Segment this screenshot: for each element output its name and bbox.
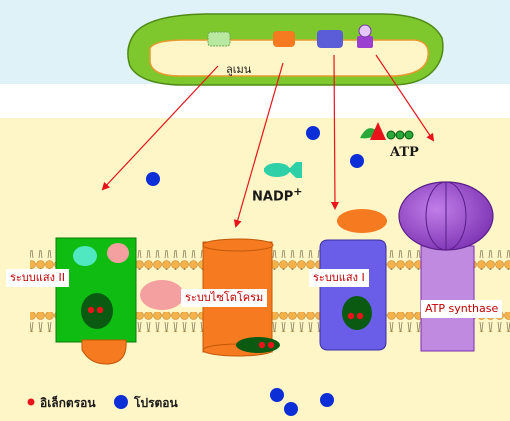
ps1-reaction-center <box>342 296 372 330</box>
arrow-to-atp-synthase <box>375 54 435 142</box>
ps2-bottom-subunit <box>81 339 127 365</box>
arrow-to-ps1 <box>330 54 339 210</box>
ps1-electron-b <box>356 312 364 320</box>
nadp-label: NADP+ <box>252 185 302 204</box>
phosphate-1 <box>386 130 396 140</box>
ferredoxin <box>337 209 387 233</box>
inset-atp-synthase-icon <box>357 36 373 48</box>
ps1-complex <box>319 239 387 351</box>
divider-band <box>0 84 510 118</box>
phosphate-3 <box>404 130 414 140</box>
proton <box>146 172 160 186</box>
inset-atp-synthase-head-icon <box>358 24 372 38</box>
ps2-electron-a <box>87 306 95 314</box>
ps2-cyan-subunit <box>73 246 97 266</box>
legend-proton-marker <box>114 395 128 409</box>
arrow-to-cytochrome <box>233 62 284 228</box>
proton <box>306 126 320 140</box>
phosphate-2 <box>395 130 405 140</box>
ps2-pink-subunit <box>107 243 129 263</box>
ps1-electron-a <box>347 312 355 320</box>
proton <box>284 402 298 416</box>
nadp-text: NADP <box>252 189 294 205</box>
proton <box>270 388 284 402</box>
cytochrome-top-cap <box>202 238 274 252</box>
ps2-electron-b <box>96 306 104 314</box>
inset-cytochrome-icon <box>273 31 295 47</box>
proton <box>320 393 334 407</box>
cytochrome-label: ระบบไซโตโครม <box>181 289 268 307</box>
lumen-label: ลูเมน <box>226 63 252 76</box>
atp-synthase-body <box>420 245 475 352</box>
ps1-label: ระบบแสง I <box>309 269 369 287</box>
plastocyanin-electron-b <box>267 341 275 349</box>
inset-ps1-icon <box>317 30 343 48</box>
plastocyanin-electron-a <box>258 341 266 349</box>
nadp-reductase-body <box>264 163 290 177</box>
thylakoid-lumen <box>149 39 429 77</box>
plastocyanin <box>236 337 280 353</box>
legend-electron-label: อิเล็กตรอน <box>40 396 96 410</box>
legend-electron-marker <box>27 398 35 406</box>
nadp-charge: + <box>293 185 303 198</box>
inset-ps2-icon <box>207 31 231 47</box>
plastoquinone <box>140 280 184 310</box>
proton <box>350 154 364 168</box>
atp-label: ATP <box>390 145 419 160</box>
atp-triangle-icon <box>370 122 386 140</box>
legend-proton-label: โปรตอน <box>134 396 178 410</box>
ps2-label: ระบบแสง II <box>6 269 69 287</box>
atp-synthase-label: ATP synthase <box>421 300 503 318</box>
arrow-to-ps2 <box>101 65 219 191</box>
